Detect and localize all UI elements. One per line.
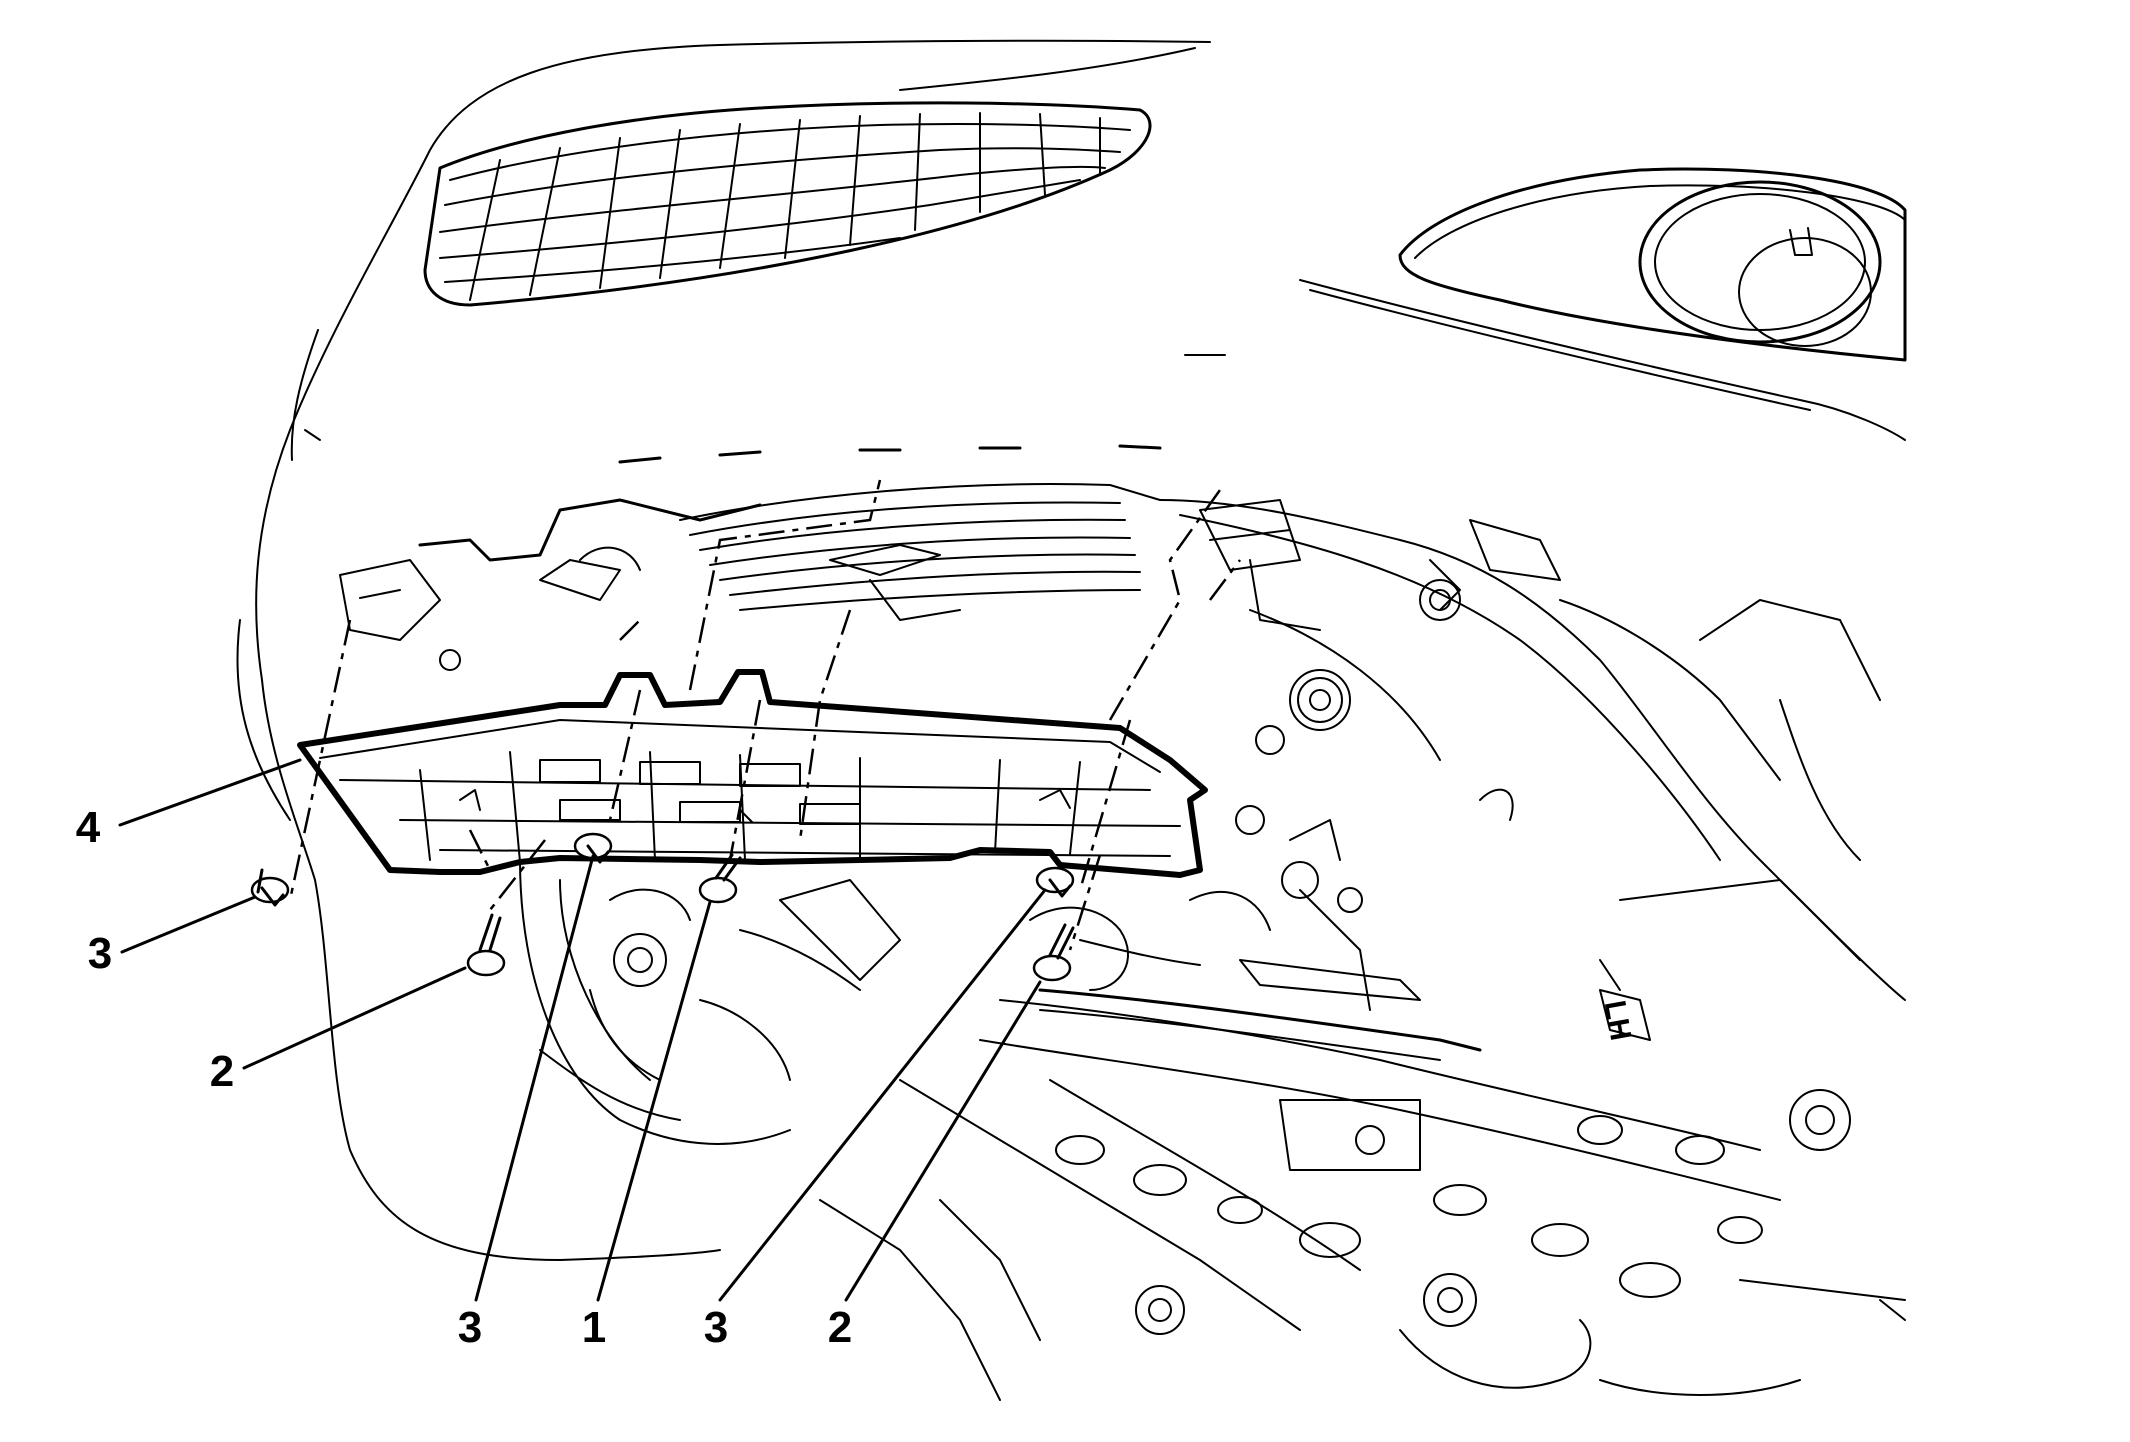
callout-4-air-deflector: 4	[76, 803, 101, 852]
bolt-right	[1032, 923, 1075, 982]
callout-3-left: 3	[88, 929, 112, 978]
push-pin-retainer-left	[250, 868, 290, 907]
bolt-left	[466, 913, 506, 977]
lh-stamp-label: LH	[1598, 998, 1637, 1043]
upper-grille	[423, 101, 1152, 307]
underbody-structure	[819, 499, 1906, 1401]
callout-2-left: 2	[210, 1047, 234, 1096]
callouts: 4 3 2 3 1 3 2	[76, 803, 852, 1352]
left-wheel-area	[519, 859, 901, 1145]
callout-2-bottom: 2	[828, 1303, 852, 1352]
lower-opening	[618, 444, 1162, 611]
fasteners	[250, 832, 1075, 982]
front-fascia	[236, 39, 1211, 1261]
lh-stamp: LH	[1598, 989, 1651, 1043]
callout-3-bottom-b: 3	[704, 1303, 728, 1352]
callout-3-bottom-a: 3	[458, 1303, 482, 1352]
alignment-lines	[288, 479, 1241, 951]
fog-lamp	[1184, 167, 1907, 441]
push-pin-retainer-center-a	[573, 832, 613, 864]
air-deflector-shield	[297, 669, 1208, 878]
push-pin-retainer-center-b	[1035, 866, 1075, 898]
bumper-bracket	[339, 498, 1561, 913]
bolt-center	[698, 853, 742, 904]
callout-1-bottom: 1	[582, 1303, 606, 1352]
leader-lines	[118, 758, 1047, 1302]
